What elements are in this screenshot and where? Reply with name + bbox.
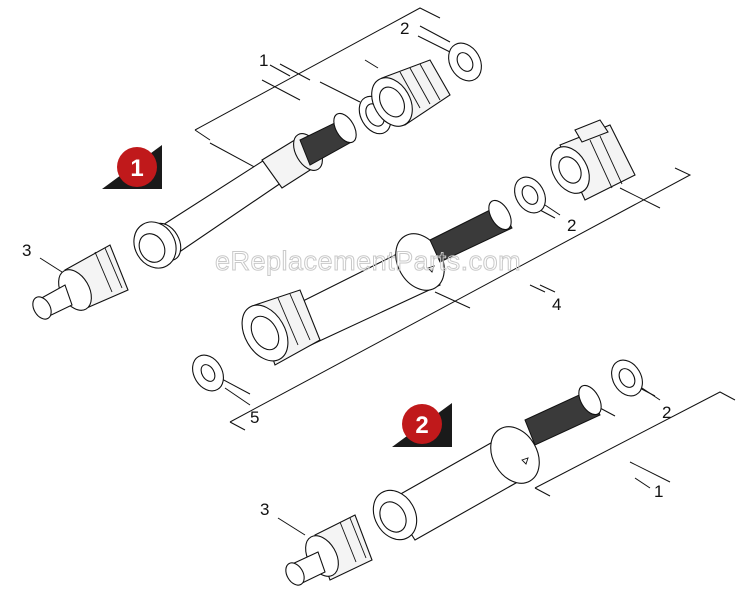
callout-labels: 2 1 2 3 4 5 2 1 3 (22, 19, 671, 519)
washer-top-right (448, 42, 482, 82)
bracket-lines-middle (219, 167, 692, 431)
callout-4: 4 (552, 295, 561, 314)
badge-1-number: 1 (130, 155, 143, 182)
washer-bottom-left (192, 354, 224, 392)
hose-body-middle (274, 199, 513, 351)
quick-connector-left (32, 244, 129, 320)
callout-5: 5 (250, 408, 259, 427)
callout-2-middle: 2 (567, 216, 576, 235)
bracket-lines-top (194, 7, 451, 171)
coupling-nut-middle (241, 289, 321, 366)
badge-2-number: 2 (415, 412, 428, 439)
callout-3-bottom: 3 (260, 500, 269, 519)
washer-bottom-right (611, 359, 643, 397)
thread-ring-bottom (372, 489, 418, 541)
quick-connector-bottom (285, 514, 373, 586)
callout-2-bottom: 2 (662, 403, 671, 422)
hose-body-bottom (389, 384, 602, 541)
watermark-text: eReplacementParts.com (215, 246, 521, 276)
threaded-adapter (550, 119, 636, 201)
washer-middle (514, 176, 546, 214)
badge-2: 2 (392, 403, 452, 447)
thread-ring-top (133, 221, 177, 269)
callout-1-top: 1 (259, 51, 268, 70)
badge-1: 1 (102, 145, 162, 189)
callout-3-left: 3 (22, 241, 31, 260)
callout-1-bottom: 1 (654, 482, 663, 501)
coupling-nut-top (371, 59, 451, 127)
callout-2-top: 2 (400, 19, 409, 38)
leader-lines (39, 35, 661, 536)
